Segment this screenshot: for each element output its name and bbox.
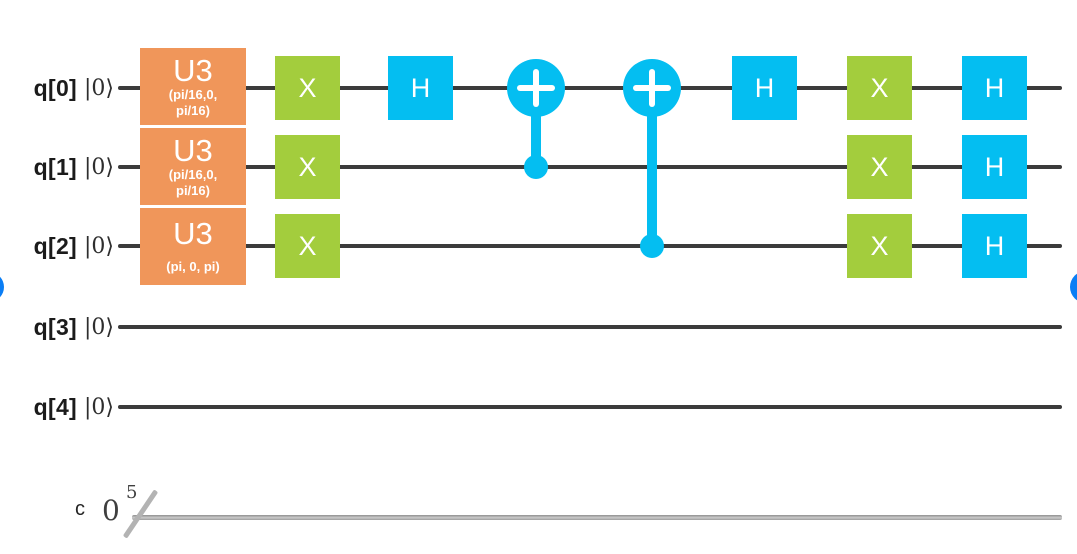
qubit-wire-q4 xyxy=(118,405,1062,409)
gate-label: H xyxy=(984,230,1005,261)
gate-label: X xyxy=(298,230,317,261)
ket-zero: |0⟩ xyxy=(84,394,114,420)
gate-params: (pi, 0, pi) xyxy=(166,259,219,275)
gate-label: U3 xyxy=(173,132,213,168)
classical-wire xyxy=(132,515,1062,520)
gate-label: U3 xyxy=(173,52,213,88)
classical-register-index: 0 xyxy=(102,494,120,527)
gate-label: U3 xyxy=(173,216,213,251)
qubit-wire-q3 xyxy=(118,325,1062,329)
qubit-wire-q0 xyxy=(118,86,1062,90)
gate-label: X xyxy=(298,72,317,103)
cnot-connector-q0q1 xyxy=(531,88,541,167)
u3-gate-q1[interactable]: U3 (pi/16,0, pi/16) xyxy=(140,128,246,205)
register-label-q0: q[0] |0⟩ xyxy=(0,70,114,106)
u3-gate-q2[interactable]: U3 (pi, 0, pi) xyxy=(140,208,246,285)
x-gate-q1-col2[interactable]: X xyxy=(275,135,340,199)
ket-zero: |0⟩ xyxy=(84,75,114,101)
gate-label: X xyxy=(870,151,889,182)
h-gate-q0-col6[interactable]: H xyxy=(732,56,797,120)
h-gate-q2-col8[interactable]: H xyxy=(962,214,1027,278)
x-gate-q1-col7[interactable]: X xyxy=(847,135,912,199)
gate-label: X xyxy=(870,230,889,261)
gate-label: H xyxy=(754,72,775,103)
h-gate-q0-col3[interactable]: H xyxy=(388,56,453,120)
cnot-plus-icon xyxy=(533,69,539,107)
qubit-name: q[2] xyxy=(33,232,77,259)
cnot-control-dot-q1-col4[interactable] xyxy=(524,155,548,179)
ket-zero: |0⟩ xyxy=(84,233,114,259)
qubit-wire-q1 xyxy=(118,165,1062,169)
x-gate-q0-col2[interactable]: X xyxy=(275,56,340,120)
ket-zero: |0⟩ xyxy=(84,314,114,340)
gate-label: H xyxy=(984,151,1005,182)
x-gate-q0-col7[interactable]: X xyxy=(847,56,912,120)
qubit-wire-q2 xyxy=(118,244,1062,248)
cnot-plus-icon xyxy=(649,69,655,107)
cnot-target-q0-col5[interactable] xyxy=(623,59,681,117)
scroll-left-button[interactable] xyxy=(0,272,4,302)
h-gate-q1-col8[interactable]: H xyxy=(962,135,1027,199)
qubit-name: q[0] xyxy=(33,74,77,101)
gate-label: H xyxy=(984,72,1005,103)
h-gate-q0-col8[interactable]: H xyxy=(962,56,1027,120)
qubit-name: q[1] xyxy=(33,153,77,180)
cnot-control-dot-q2-col5[interactable] xyxy=(640,234,664,258)
cnot-connector-q0q2 xyxy=(647,88,657,246)
cnot-target-q0-col4[interactable] xyxy=(507,59,565,117)
gate-param-line: pi/16) xyxy=(176,102,210,118)
qubit-name: q[4] xyxy=(33,393,77,420)
scroll-right-button[interactable] xyxy=(1070,271,1077,303)
gate-param-line: pi/16) xyxy=(176,182,210,198)
register-label-q3: q[3] |0⟩ xyxy=(0,309,114,345)
register-label-q4: q[4] |0⟩ xyxy=(0,389,114,425)
x-gate-q2-col7[interactable]: X xyxy=(847,214,912,278)
qubit-name: q[3] xyxy=(33,313,77,340)
ket-zero: |0⟩ xyxy=(84,154,114,180)
gate-param-line: (pi, 0, pi) xyxy=(166,259,220,274)
register-label-q1: q[1] |0⟩ xyxy=(0,149,114,185)
gate-label: X xyxy=(870,72,889,103)
gate-params: (pi/16,0, pi/16) xyxy=(169,167,217,199)
register-label-q2: q[2] |0⟩ xyxy=(0,228,114,264)
classical-register-name: c xyxy=(75,498,85,520)
x-gate-q2-col2[interactable]: X xyxy=(275,214,340,278)
gate-param-line: (pi/16,0, xyxy=(168,86,218,102)
u3-gate-q0[interactable]: U3 (pi/16,0, pi/16) xyxy=(140,48,246,125)
gate-label: H xyxy=(410,72,431,103)
gate-label: X xyxy=(298,151,317,182)
gate-params: (pi/16,0, pi/16) xyxy=(169,87,217,119)
bus-width-label: 5 xyxy=(126,482,138,503)
gate-param-line: (pi/16,0, xyxy=(168,166,218,182)
